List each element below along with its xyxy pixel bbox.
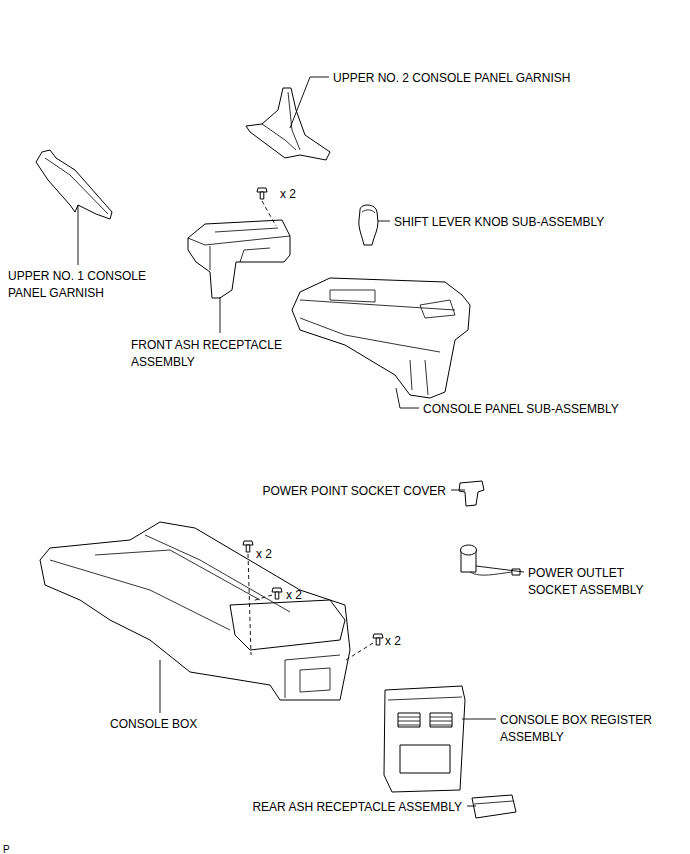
console-box-part [40,522,350,700]
part-name: POWER POINT SOCKET COVER [262,483,446,500]
garnish-part [36,150,112,219]
rear-ash-part [472,795,516,818]
part-name: UPPER NO. 2 CONSOLE PANEL GARNISH [333,70,570,87]
garnish-part [246,88,330,160]
console-panel-part [292,278,470,398]
register-part [384,686,465,792]
install-line [248,201,373,660]
part-name: CONSOLE PANEL SUB-ASSEMBLY [423,401,619,418]
part-name: REAR ASH RECEPTACLE ASSEMBLY [252,799,462,816]
part-name: UPPER NO. 1 CONSOLE PANEL GARNISH [8,268,168,302]
ash-receptacle-part [188,220,290,298]
part-name: CONSOLE BOX REGISTER ASSEMBLY [500,712,678,746]
bolt-symbol [243,188,383,645]
quantity-label: x 2 [286,587,302,604]
leader-line [78,77,524,806]
part-name: FRONT ASH RECEPTACLE ASSEMBLY [131,337,306,371]
part-name: SHIFT LEVER KNOB SUB-ASSEMBLY [394,214,604,231]
part-name: POWER OUTLET SOCKET ASSEMBLY [528,565,663,599]
quantity-label: x 2 [256,546,272,563]
shift-knob-part [359,205,378,245]
figure-code: P [3,841,10,854]
quantity-label: x 2 [385,633,401,650]
quantity-label: x 2 [280,186,296,203]
socket-cover-part [459,481,484,506]
part-name: CONSOLE BOX [110,716,197,733]
